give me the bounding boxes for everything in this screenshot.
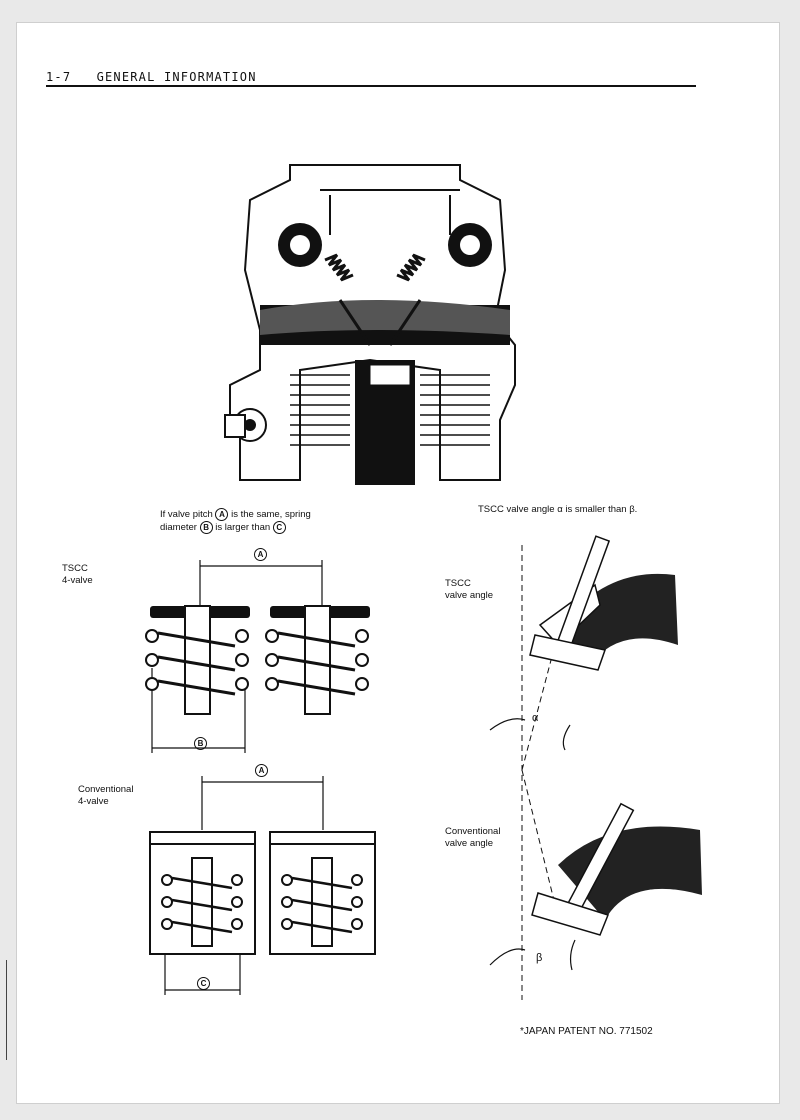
dim-b-tscc: B (194, 737, 207, 750)
angle-caption-text: TSCC valve angle α is smaller than β. (478, 504, 638, 515)
header-rule (46, 85, 696, 87)
page-header: 1-7 GENERAL INFORMATION (46, 70, 257, 84)
conventional-spring-diagram (149, 776, 376, 995)
pitch-text-3: diameter (160, 522, 197, 534)
pitch-text-4: is larger than (215, 522, 271, 534)
tscc-4valve-line-1: TSCC (62, 563, 88, 574)
conventional-valve-angle-label: Conventional valve angle (445, 826, 500, 850)
marker-b: B (199, 521, 213, 535)
dim-a-conventional: A (255, 764, 268, 777)
conventional-4valve-label: Conventional 4-valve (78, 784, 133, 808)
valve-pitch-caption: If valve pitch A is the same, spring dia… (160, 508, 360, 535)
tscc-4valve-line-2: 4-valve (62, 575, 93, 586)
pitch-text-2: is the same, spring (231, 509, 311, 521)
tscc-angle-line-1: TSCC (445, 578, 471, 589)
tscc-valve-angle-label: TSCC valve angle (445, 578, 493, 602)
engine-cross-section-illustration (224, 164, 516, 485)
conv-angle-line-1: Conventional (445, 826, 501, 837)
tscc-angle-line-2: valve angle (445, 590, 494, 601)
valve-angle-caption: TSCC valve angle α is smaller than β. (478, 504, 637, 516)
manual-page (16, 22, 780, 1104)
conv-4valve-line-2: 4-valve (78, 796, 109, 807)
margin-line (6, 960, 7, 1060)
tscc-4valve-label: TSCC 4-valve (62, 563, 93, 587)
pitch-text-1: If valve pitch (160, 509, 213, 521)
dim-a-tscc: A (254, 548, 267, 561)
tscc-spring-diagram (145, 560, 370, 753)
patent-footnote: *JAPAN PATENT NO. 771502 (520, 1026, 653, 1037)
beta-symbol: β (536, 952, 543, 964)
alpha-symbol: α (532, 712, 539, 724)
section-number: 1-7 (46, 70, 72, 84)
section-title: GENERAL INFORMATION (96, 70, 257, 84)
marker-a: A (215, 508, 229, 521)
valve-angle-diagram (489, 535, 702, 1000)
conv-angle-line-2: valve angle (445, 838, 494, 849)
marker-c: C (272, 521, 286, 535)
dim-c-conventional: C (197, 977, 210, 990)
conv-4valve-line-1: Conventional (78, 784, 134, 795)
